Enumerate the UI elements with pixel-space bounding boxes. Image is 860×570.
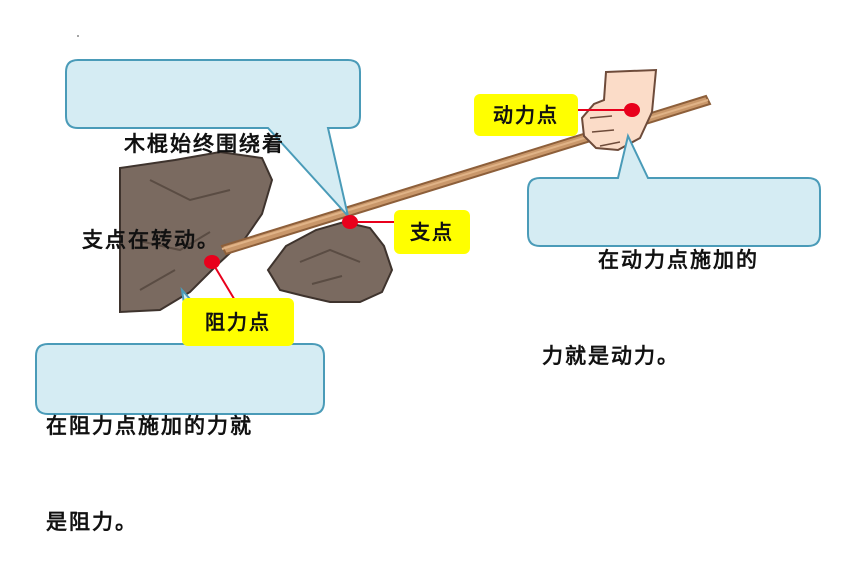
callout-resistance-force-text: 在阻力点施加的力就 是阻力。	[46, 346, 322, 570]
callout-fulcrum-rotation-line2: 支点在转动。	[82, 228, 220, 252]
callout-effort-force-text: 在动力点施加的 力就是动力。	[542, 180, 814, 404]
callout-fulcrum-rotation	[65, 59, 361, 220]
callout-fulcrum-rotation-line1: 木棍始终围绕着	[124, 132, 285, 156]
callout-resistance-force-line1: 在阻力点施加的力就	[46, 414, 253, 438]
fulcrum-label: 支点	[394, 210, 470, 254]
callout-resistance-force-line2: 是阻力。	[46, 510, 138, 534]
callout-effort-force	[527, 133, 821, 247]
callout-resistance-force	[35, 286, 325, 415]
callout-effort-force-line2: 力就是动力。	[542, 344, 680, 368]
effort-point-marker	[624, 103, 640, 117]
fulcrum-rock	[266, 220, 394, 303]
stray-dot	[77, 35, 79, 37]
lever-illustration	[35, 35, 821, 415]
resistance-point-marker	[204, 255, 220, 269]
large-rock	[119, 150, 274, 314]
effort-point-label: 动力点	[474, 94, 578, 136]
resistance-connector-line	[211, 261, 237, 303]
fulcrum-point-marker	[342, 215, 358, 229]
callout-effort-force-line1: 在动力点施加的	[598, 248, 759, 272]
resistance-point-label: 阻力点	[182, 298, 294, 346]
callout-fulcrum-rotation-text: 木棍始终围绕着 支点在转动。	[82, 64, 352, 288]
